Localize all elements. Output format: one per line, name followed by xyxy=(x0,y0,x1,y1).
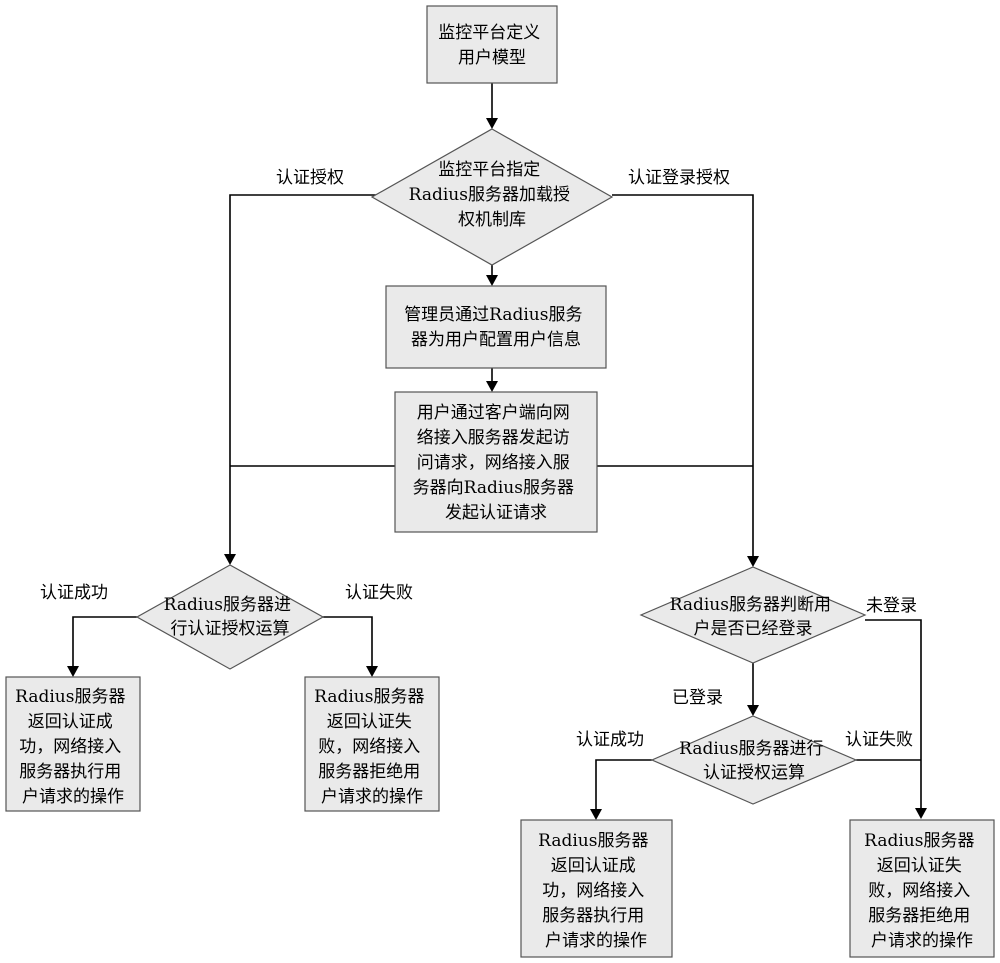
fail-left-line: 户请求的操作 xyxy=(321,787,423,807)
auth-compute-right-line: 认证授权运算 xyxy=(703,763,805,783)
arrowhead xyxy=(747,556,759,567)
admin-config-box xyxy=(386,286,606,368)
user-request-line: 问请求，网络接入服 xyxy=(417,453,570,473)
node-user-request: 用户通过客户端向网 络接入服务器发起访 问请求，网络接入服 务器向Radius服… xyxy=(395,392,597,532)
fail-left-line: Radius服务器 xyxy=(314,687,424,707)
arrowhead xyxy=(486,381,498,392)
success-right-line: 户请求的操作 xyxy=(545,931,647,951)
edge-check-to-fail-right xyxy=(865,620,921,808)
edge-right-compute-to-success xyxy=(596,760,652,809)
check-login-line: 户是否已经登录 xyxy=(694,619,813,639)
svg-text:Radius服务器 返回认证成 功，: Radius服务器 返回认证成 功，网络接入 服务器执行用 户请求的操作 xyxy=(538,831,654,951)
arrowhead xyxy=(590,809,602,820)
user-request-line: 务器向Radius服务器 xyxy=(413,478,574,498)
success-left-line: Radius服务器 xyxy=(15,687,125,707)
success-right-line: 服务器执行用 xyxy=(542,906,644,926)
auth-compute-right-diamond xyxy=(652,716,856,804)
define-model-line: 用户模型 xyxy=(458,48,526,68)
svg-text:Radius服务器 返回认证成 功，: Radius服务器 返回认证成 功，网络接入 服务器执行用 户请求的操作 xyxy=(15,687,131,807)
fail-right-line: 败，网络接入 xyxy=(868,881,970,901)
fail-left-line: 败，网络接入 xyxy=(318,737,420,757)
label-success-left: 认证成功 xyxy=(40,583,108,603)
auth-compute-left-diamond xyxy=(137,565,323,669)
label-auth-authorize: 认证授权 xyxy=(276,168,344,188)
arrowhead xyxy=(915,808,927,819)
success-left-line: 服务器执行用 xyxy=(19,762,121,782)
label-fail-left: 认证失败 xyxy=(345,583,413,603)
success-left-line: 户请求的操作 xyxy=(22,787,124,807)
success-left-line: 功，网络接入 xyxy=(19,737,121,757)
specify-server-line: 监控平台指定 xyxy=(438,160,540,180)
arrowhead xyxy=(486,275,498,286)
specify-server-line: Radius服务器加载授 xyxy=(409,185,570,205)
admin-config-line: 器为用户配置用户信息 xyxy=(411,330,581,350)
auth-compute-right-line: Radius服务器进行 xyxy=(679,739,823,759)
edge-specify-to-check-login xyxy=(612,195,753,556)
edge-specify-to-left-compute xyxy=(230,195,405,554)
label-logged-in: 已登录 xyxy=(672,688,723,708)
success-right-line: Radius服务器 xyxy=(538,831,648,851)
node-fail-left: Radius服务器 返回认证失 败，网络接入 服务器拒绝用 户请求的操作 xyxy=(305,677,439,811)
define-model-line: 监控平台定义 xyxy=(438,23,540,43)
node-check-login: Radius服务器判断用 户是否已经登录 xyxy=(641,567,865,663)
arrowhead xyxy=(486,118,498,129)
fail-right-line: 服务器拒绝用 xyxy=(868,906,970,926)
node-admin-config: 管理员通过Radius服务 器为用户配置用户信息 xyxy=(386,286,606,368)
node-specify-server: 监控平台指定 Radius服务器加载授 权机制库 xyxy=(372,129,612,265)
define-model-box xyxy=(427,6,557,83)
edge-left-compute-to-success xyxy=(73,617,137,666)
success-left-line: 返回认证成 xyxy=(28,712,113,732)
user-request-line: 发起认证请求 xyxy=(445,503,547,523)
edge-left-compute-to-fail xyxy=(323,617,372,666)
node-define-model: 监控平台定义 用户模型 xyxy=(427,6,557,83)
node-auth-compute-left: Radius服务器进 行认证授权运算 xyxy=(137,565,323,669)
arrowhead xyxy=(67,666,79,677)
arrowhead xyxy=(747,705,759,716)
label-success-right: 认证成功 xyxy=(576,730,644,750)
fail-right-line: 户请求的操作 xyxy=(871,931,973,951)
check-login-line: Radius服务器判断用 xyxy=(670,595,831,615)
success-right-line: 返回认证成 xyxy=(551,856,636,876)
fail-right-line: 返回认证失 xyxy=(877,856,962,876)
user-request-line: 用户通过客户端向网 xyxy=(417,403,570,423)
specify-server-line: 权机制库 xyxy=(458,210,526,230)
auth-compute-left-line: Radius服务器进 xyxy=(164,595,291,615)
fail-left-line: 服务器拒绝用 xyxy=(318,762,420,782)
svg-text:Radius服务器 返回认证失 败，: Radius服务器 返回认证失 败，网络接入 服务器拒绝用 户请求的操作 xyxy=(314,687,430,807)
node-success-left: Radius服务器 返回认证成 功，网络接入 服务器执行用 户请求的操作 xyxy=(6,677,140,811)
fail-right-line: Radius服务器 xyxy=(864,831,974,851)
svg-text:Radius服务器 返回认证失 败，: Radius服务器 返回认证失 败，网络接入 服务器拒绝用 户请求的操作 xyxy=(864,831,980,951)
arrowhead xyxy=(366,666,378,677)
check-login-diamond xyxy=(641,567,865,663)
arrowhead xyxy=(224,554,236,565)
label-auth-login-authorize: 认证登录授权 xyxy=(628,168,730,188)
user-request-line: 络接入服务器发起访 xyxy=(417,428,570,448)
node-fail-right: Radius服务器 返回认证失 败，网络接入 服务器拒绝用 户请求的操作 xyxy=(850,820,994,957)
fail-left-line: 返回认证失 xyxy=(327,712,412,732)
success-right-line: 功，网络接入 xyxy=(542,881,644,901)
auth-compute-left-line: 行认证授权运算 xyxy=(171,619,290,639)
label-fail-right: 认证失败 xyxy=(845,730,913,750)
node-success-right: Radius服务器 返回认证成 功，网络接入 服务器执行用 户请求的操作 xyxy=(521,820,672,957)
label-not-logged-in: 未登录 xyxy=(866,596,917,616)
node-auth-compute-right: Radius服务器进行 认证授权运算 xyxy=(652,716,856,804)
admin-config-line: 管理员通过Radius服务 xyxy=(404,305,582,325)
